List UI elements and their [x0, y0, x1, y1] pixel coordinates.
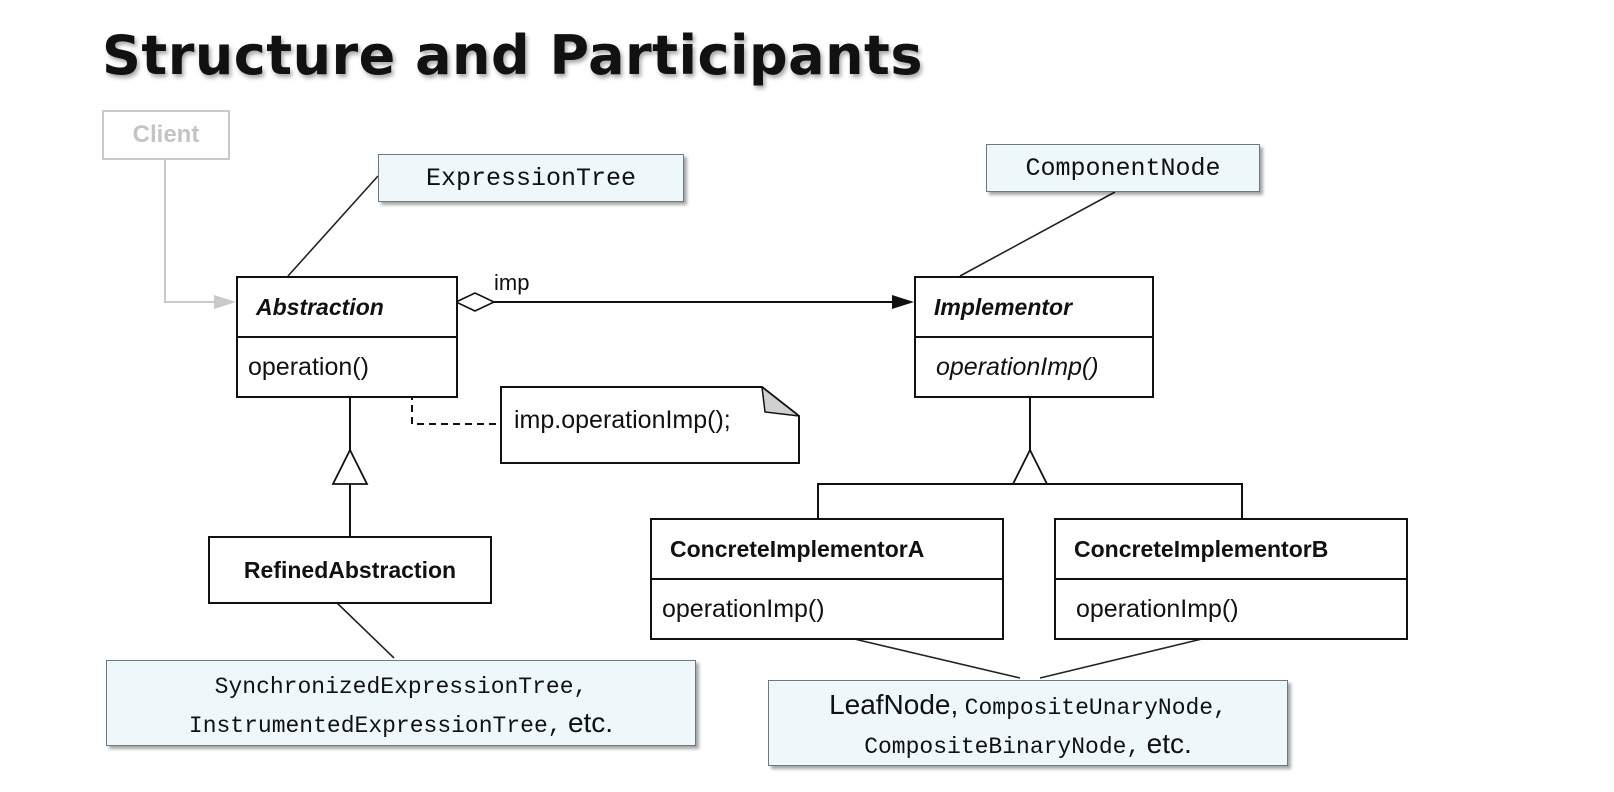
- refined-abstraction-label: SynchronizedExpressionTree, Instrumented…: [106, 660, 696, 746]
- refined-label-line2: InstrumentedExpressionTree, etc.: [107, 705, 695, 744]
- association-label: imp: [494, 270, 530, 295]
- concrete-implementor-b-class: ConcreteImplementorB operationImp(): [1054, 518, 1408, 640]
- implementor-operation: operationImp(): [936, 352, 1099, 381]
- client-arrow: [164, 160, 236, 309]
- component-node-label: ComponentNode: [986, 144, 1260, 192]
- abstraction-operation: operation(): [248, 352, 369, 381]
- refined-label-line1: SynchronizedExpressionTree,: [107, 667, 695, 705]
- expression-tree-connector: [287, 175, 379, 277]
- implementor-name: Implementor: [916, 278, 1152, 338]
- refined-label-instrumented: InstrumentedExpressionTree,: [188, 713, 562, 739]
- note-text: imp.operationImp();: [514, 406, 731, 434]
- concrete-label-etc: etc.: [1146, 728, 1192, 759]
- concrete-a-name: ConcreteImplementorA: [652, 520, 1002, 580]
- client-box: Client: [102, 110, 230, 160]
- generalization-refined: [331, 398, 369, 536]
- concrete-label-leafnode: LeafNode,: [829, 689, 959, 720]
- refined-label-etc: etc.: [567, 707, 614, 738]
- concrete-b-operation: operationImp(): [1076, 594, 1239, 623]
- concrete-label-binary: CompositeBinaryNode,: [864, 734, 1141, 760]
- concrete-label-unary: CompositeUnaryNode,: [964, 695, 1227, 721]
- refined-abstraction-name: RefinedAbstraction: [243, 556, 457, 583]
- refined-label-synchronized: SynchronizedExpressionTree,: [214, 674, 588, 700]
- concrete-label-line2: CompositeBinaryNode, etc.: [769, 726, 1287, 765]
- concrete-b-name: ConcreteImplementorB: [1056, 520, 1406, 580]
- imp-association: [454, 292, 914, 312]
- note: imp.operationImp();: [500, 386, 800, 464]
- refined-label-connector: [335, 601, 395, 659]
- concrete-a-operation: operationImp(): [662, 594, 825, 623]
- abstraction-name: Abstraction: [238, 278, 456, 338]
- note-shape: [500, 386, 800, 464]
- concrete-b-label-connector: [1039, 637, 1207, 679]
- concrete-label-line1: LeafNode, CompositeUnaryNode,: [769, 687, 1287, 726]
- page-title: Structure and Participants: [102, 24, 923, 87]
- implementor-class: Implementor operationImp(): [914, 276, 1154, 398]
- refined-abstraction-class: RefinedAbstraction: [208, 536, 492, 604]
- component-node-connector: [959, 191, 1116, 277]
- concrete-a-label-connector: [849, 637, 1021, 679]
- generalization-concrete: [817, 398, 1243, 518]
- abstraction-class: Abstraction operation(): [236, 276, 458, 398]
- expression-tree-label: ExpressionTree: [378, 154, 684, 202]
- concrete-implementor-label: LeafNode, CompositeUnaryNode, CompositeB…: [768, 680, 1288, 766]
- concrete-implementor-a-class: ConcreteImplementorA operationImp(): [650, 518, 1004, 640]
